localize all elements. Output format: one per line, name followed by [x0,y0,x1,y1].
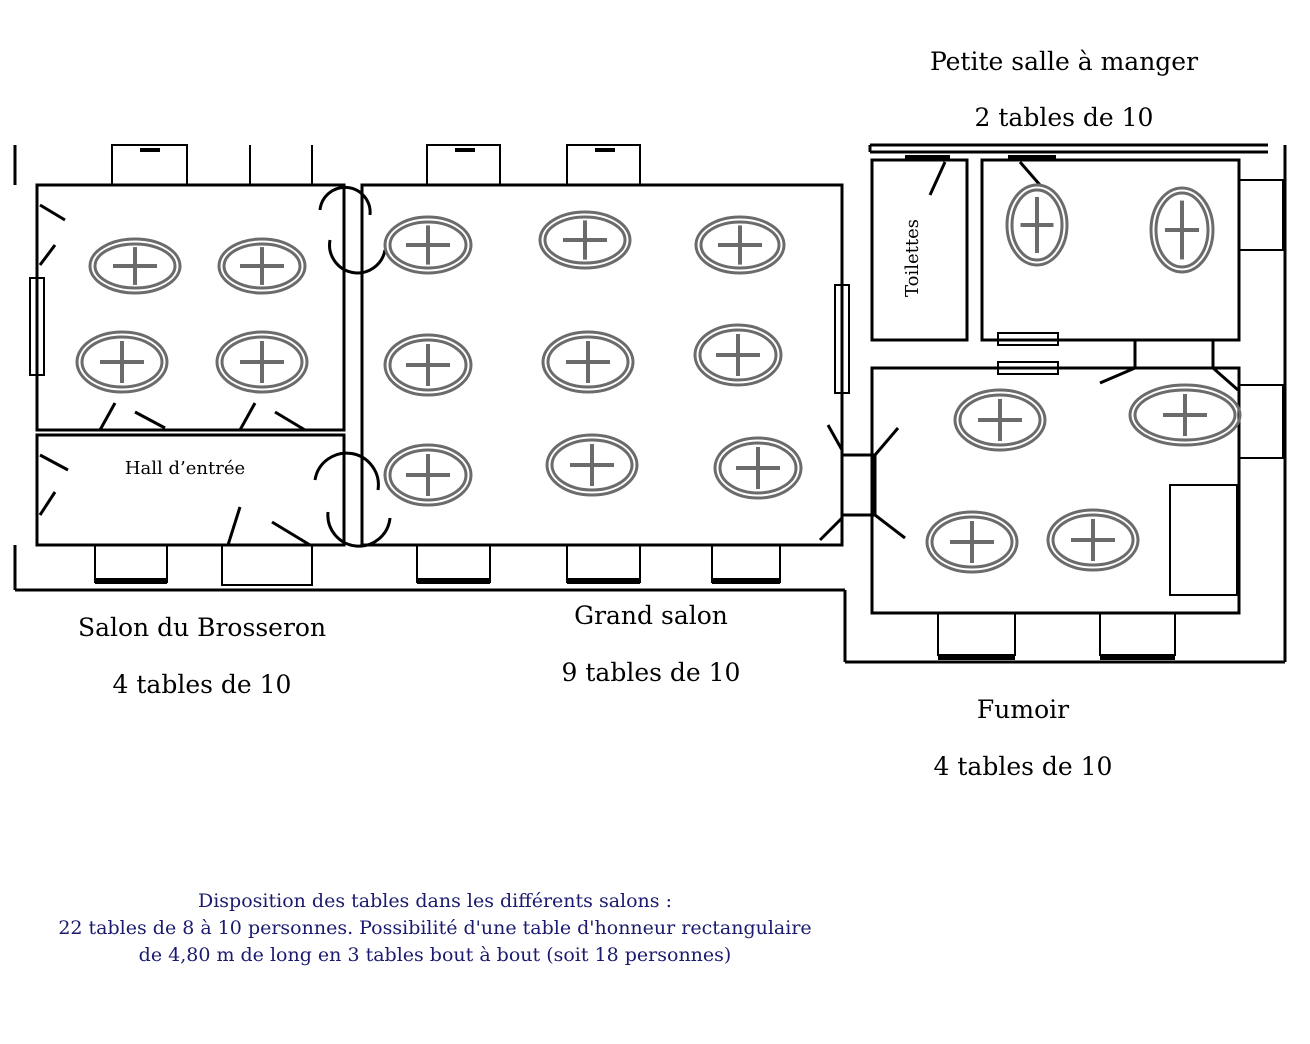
toilettes-label: Toilettes [902,219,923,297]
round-table [925,510,1019,574]
windows-side [29,277,1215,517]
fumoir-tables: 4 tables de 10 [934,752,1113,781]
fumoir-name: Fumoir [977,695,1069,724]
petite-salle-tables: 2 tables de 10 [975,103,1154,132]
round-table [693,323,783,387]
windows-bottom [94,545,1176,660]
round-table [215,330,309,394]
round-table [1149,186,1215,274]
brosseron-tables: 4 tables de 10 [113,670,292,699]
round-table [217,237,307,295]
room-salon-brosseron [35,183,346,432]
building-walls [13,143,1287,664]
round-table [383,215,473,275]
round-table [383,443,473,507]
brosseron-name: Salon du Brosseron [78,613,326,642]
windows-top [111,144,1284,459]
round-table [953,388,1047,452]
round-table [383,333,473,397]
hall-label: Hall d’entrée [125,458,245,479]
round-table [538,210,632,270]
room-fumoir [870,366,1241,615]
petite-salle-name: Petite salle à manger [930,47,1198,76]
caption-line-1: Disposition des tables dans les différen… [198,890,672,912]
caption-line-2: 22 tables de 8 à 10 personnes. Possibili… [58,917,812,939]
round-table [694,215,786,275]
round-table [713,436,803,500]
grand-salon-tables: 9 tables de 10 [562,658,741,687]
round-table [1005,183,1069,267]
door-swings [38,161,1239,548]
room-hall [35,433,346,547]
round-table [88,237,182,295]
plan-caption: Disposition des tables dans les différen… [40,888,830,969]
round-table [1128,383,1242,447]
round-table [541,330,635,394]
tables-layer [75,183,1242,574]
room-grand-salon [360,183,844,547]
round-table [1046,508,1140,572]
round-table [75,330,169,394]
grand-salon-name: Grand salon [574,601,728,630]
round-table [545,433,639,497]
caption-line-3: de 4,80 m de long en 3 tables bout à bou… [138,944,732,966]
